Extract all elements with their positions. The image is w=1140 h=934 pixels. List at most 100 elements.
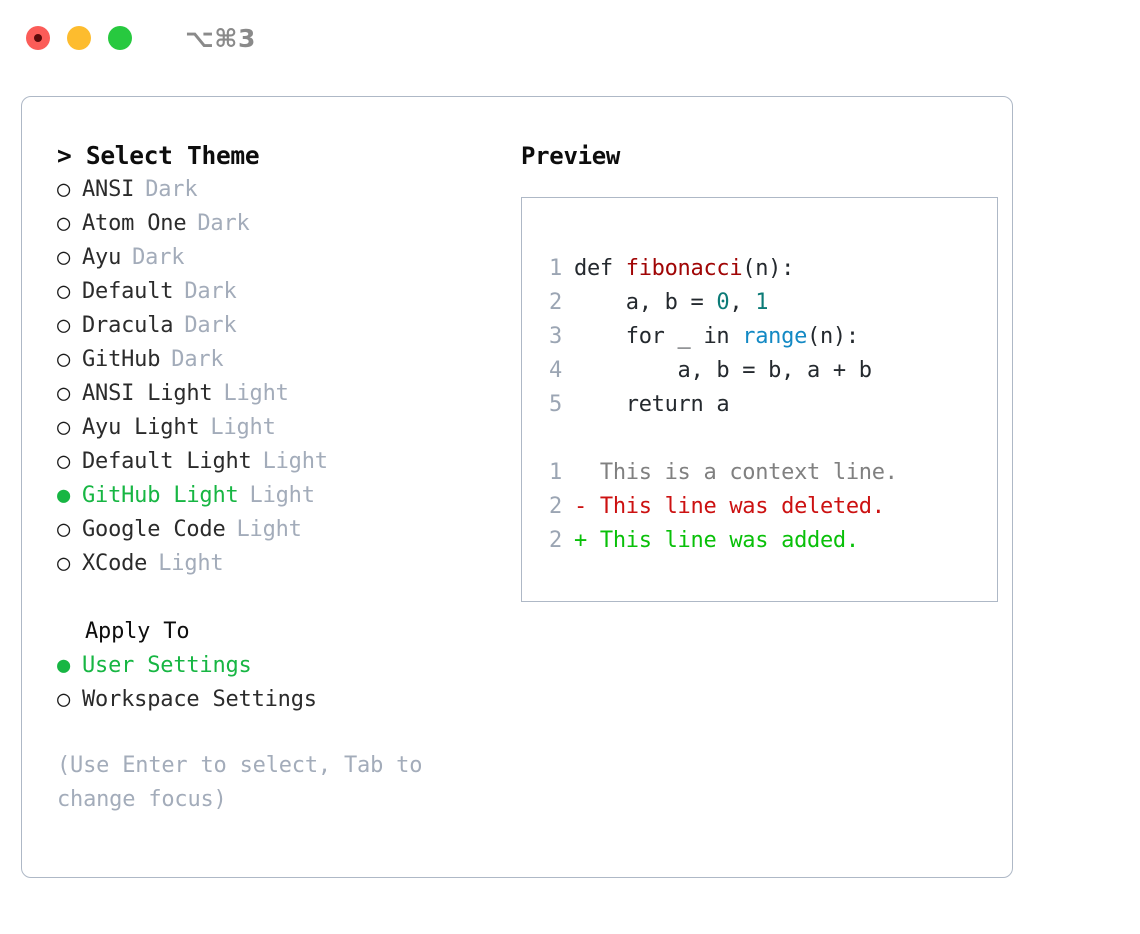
code-line-number: 1: [549, 256, 562, 281]
diff-line-number: 1: [549, 460, 562, 485]
diff-line-number: 2: [549, 528, 562, 553]
window-titlebar: ⌥⌘3: [0, 0, 1140, 76]
theme-variant-tag: Light: [158, 551, 224, 576]
radio-unselected-icon[interactable]: ○: [57, 687, 71, 712]
theme-list-item[interactable]: ○ Dracula Dark: [57, 309, 499, 343]
theme-variant-tag: Light: [223, 381, 289, 406]
apply-to-label: Workspace Settings: [82, 687, 317, 712]
radio-selected-icon[interactable]: ●: [57, 483, 71, 508]
theme-list-item[interactable]: ○ ANSI Dark: [57, 173, 499, 207]
radio-unselected-icon[interactable]: ○: [57, 381, 71, 406]
maximize-button-icon[interactable]: [108, 26, 132, 50]
radio-unselected-icon[interactable]: ○: [57, 347, 71, 372]
diff-context-line: 1 This is a context line.: [536, 456, 997, 490]
theme-name-label: Default: [82, 279, 174, 304]
theme-variant-tag: Dark: [132, 245, 185, 270]
theme-variant-tag: Dark: [145, 177, 198, 202]
diff-line-text: This is a context line.: [599, 460, 898, 485]
radio-unselected-icon[interactable]: ○: [57, 551, 71, 576]
theme-name-label: GitHub: [82, 347, 161, 372]
minimize-button-icon[interactable]: [67, 26, 91, 50]
diff-marker: +: [574, 528, 600, 553]
diff-marker: -: [574, 494, 600, 519]
code-text: a, b =: [574, 290, 717, 315]
code-line: 1 def fibonacci(n):: [536, 252, 997, 286]
code-text: (n):: [807, 324, 859, 349]
theme-name-label: Atom One: [82, 211, 187, 236]
apply-to-heading: Apply To: [85, 619, 190, 644]
code-function-name: fibonacci: [625, 256, 743, 281]
code-line-content: def fibonacci(n):: [574, 252, 794, 286]
diff-line-number: 2: [549, 494, 562, 519]
code-line: 2 a, b = 0, 1: [536, 286, 997, 320]
theme-variant-tag: Light: [236, 517, 302, 542]
apply-to-list[interactable]: ● User Settings ○ Workspace Settings: [57, 649, 499, 717]
keyboard-hint-text: (Use Enter to select, Tab to change focu…: [57, 753, 423, 812]
code-line-content: a, b = 0, 1: [574, 286, 769, 320]
theme-name-label: GitHub Light: [82, 483, 239, 508]
radio-unselected-icon[interactable]: ○: [57, 313, 71, 338]
code-number: 1: [755, 290, 769, 315]
diff-deleted-line: 2- This line was deleted.: [536, 490, 997, 524]
code-line-content: return a: [574, 388, 730, 422]
theme-variant-tag: Dark: [184, 313, 237, 338]
code-line: 5 return a: [536, 388, 997, 422]
radio-unselected-icon[interactable]: ○: [57, 415, 71, 440]
theme-list-item[interactable]: ○ XCode Light: [57, 547, 499, 581]
theme-list-item[interactable]: ○ Atom One Dark: [57, 207, 499, 241]
theme-list-item[interactable]: ○ Ayu Light Light: [57, 411, 499, 445]
apply-to-item[interactable]: ○ Workspace Settings: [57, 683, 499, 717]
code-text: def: [574, 256, 626, 281]
radio-unselected-icon[interactable]: ○: [57, 245, 71, 270]
theme-name-label: XCode: [82, 551, 148, 576]
code-line-number: 3: [549, 324, 562, 349]
theme-variant-tag: Dark: [171, 347, 224, 372]
diff-sample: 1 This is a context line.2- This line wa…: [536, 456, 997, 558]
code-line-content: a, b = b, a + b: [574, 354, 873, 388]
theme-variant-tag: Dark: [197, 211, 250, 236]
code-line: 3 for _ in range(n):: [536, 320, 997, 354]
theme-list-item[interactable]: ○ GitHub Dark: [57, 343, 499, 377]
theme-list-item[interactable]: ○ Default Dark: [57, 275, 499, 309]
window-title: ⌥⌘3: [185, 23, 256, 53]
radio-unselected-icon[interactable]: ○: [57, 177, 71, 202]
theme-name-label: Dracula: [82, 313, 174, 338]
radio-unselected-icon[interactable]: ○: [57, 449, 71, 474]
radio-unselected-icon[interactable]: ○: [57, 211, 71, 236]
radio-unselected-icon[interactable]: ○: [57, 279, 71, 304]
apply-to-label: User Settings: [82, 653, 252, 678]
radio-selected-icon[interactable]: ●: [57, 653, 71, 678]
theme-name-label: Ayu Light: [82, 415, 200, 440]
apply-to-item[interactable]: ● User Settings: [57, 649, 499, 683]
code-text: ,: [729, 290, 756, 315]
code-text: (n):: [742, 256, 795, 281]
code-line: 4 a, b = b, a + b: [536, 354, 997, 388]
preview-heading: Preview: [521, 142, 621, 170]
theme-name-label: ANSI: [82, 177, 135, 202]
traffic-light-group: [26, 26, 132, 50]
code-number: 0: [716, 290, 730, 315]
diff-line-text: This line was deleted.: [599, 494, 885, 519]
theme-variant-tag: Light: [210, 415, 276, 440]
code-text: for _ in: [574, 324, 743, 349]
diff-marker: [574, 456, 600, 490]
radio-unselected-icon[interactable]: ○: [57, 517, 71, 542]
code-line-content: for _ in range(n):: [574, 320, 859, 354]
theme-name-label: Default Light: [82, 449, 252, 474]
code-line-number: 4: [549, 358, 562, 383]
theme-variant-tag: Dark: [184, 279, 237, 304]
close-button-icon[interactable]: [26, 26, 50, 50]
code-builtin: range: [742, 324, 808, 349]
